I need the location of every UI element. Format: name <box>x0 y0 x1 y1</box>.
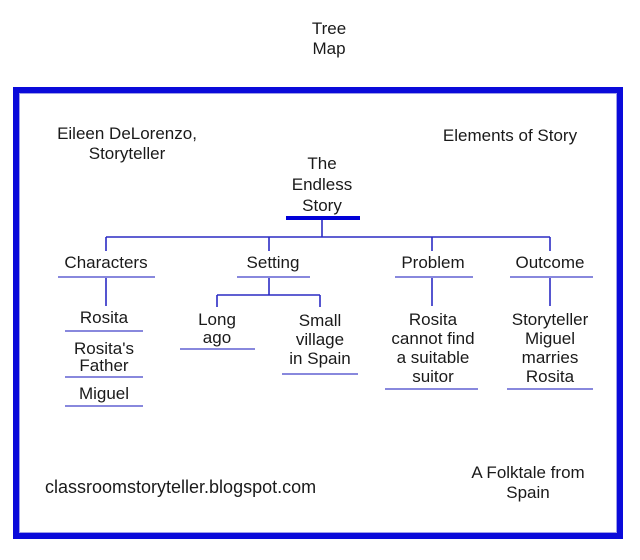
leaf-line: Miguel <box>78 384 130 403</box>
leaf-rositas-father: Rosita's Father <box>74 340 134 374</box>
leaf-rosita: Rosita <box>80 308 128 327</box>
leaf-line: Small <box>298 311 342 330</box>
page-title-line: Map <box>312 39 346 58</box>
author-note: Eileen DeLorenzo, Storyteller <box>57 124 197 164</box>
leaf-line: in Spain <box>289 349 351 368</box>
leaf-line: Miguel <box>524 329 576 348</box>
elements-of-story-heading: Elements of Story <box>443 126 577 146</box>
author-note-line: Eileen DeLorenzo, <box>57 124 197 143</box>
leaf-line: Rosita <box>408 310 458 329</box>
author-note-line: Storyteller <box>88 144 166 163</box>
folktale-note: A Folktale from Spain <box>471 463 584 503</box>
leaf-outcome-marriage: Storyteller Miguel marries Rosita <box>512 310 589 386</box>
leaf-long-ago: Long ago <box>198 311 236 347</box>
leaf-line: a suitable <box>396 348 470 367</box>
branch-label-text: Characters <box>64 253 148 272</box>
leaf-line: marries <box>521 348 579 367</box>
page-title: Tree Map <box>312 19 346 59</box>
diagram-frame <box>13 87 623 539</box>
leaf-line: cannot find <box>391 329 475 348</box>
branch-label-setting: Setting <box>247 253 300 273</box>
website-credit-text: classroomstoryteller.blogspot.com <box>45 477 317 497</box>
page-title-line: Tree <box>311 19 347 38</box>
branch-label-outcome: Outcome <box>516 253 585 273</box>
root-node-line: The <box>307 154 337 173</box>
leaf-problem-suitor: Rosita cannot find a suitable suitor <box>391 310 474 386</box>
leaf-small-village: Small village in Spain <box>289 311 350 368</box>
branch-label-characters: Characters <box>64 253 147 273</box>
leaf-line: ago <box>202 328 232 347</box>
leaf-line: Rosita <box>525 367 575 386</box>
leaf-line: village <box>295 330 345 349</box>
branch-label-text: Problem <box>401 253 465 272</box>
leaf-miguel: Miguel <box>79 384 129 403</box>
folktale-note-line: Spain <box>506 483 550 502</box>
folktale-note-line: A Folktale from <box>471 463 585 482</box>
leaf-line: Rosita <box>79 308 129 327</box>
branch-label-text: Setting <box>246 253 300 272</box>
branch-label-problem: Problem <box>401 253 464 273</box>
root-node-line: Story <box>302 196 342 215</box>
leaf-line: Long <box>198 310 236 329</box>
leaf-line: Storyteller <box>511 310 589 329</box>
root-node: The Endless Story <box>292 153 352 216</box>
root-node-line: Endless <box>291 175 353 194</box>
branch-label-text: Outcome <box>515 253 585 272</box>
leaf-line: Father <box>79 356 129 375</box>
leaf-line: suitor <box>412 367 454 386</box>
leaf-line: Rosita's <box>74 339 134 358</box>
heading-line: Elements of Story <box>442 126 578 145</box>
diagram-frame-inner-bevel <box>19 93 617 533</box>
website-credit: classroomstoryteller.blogspot.com <box>45 477 316 497</box>
